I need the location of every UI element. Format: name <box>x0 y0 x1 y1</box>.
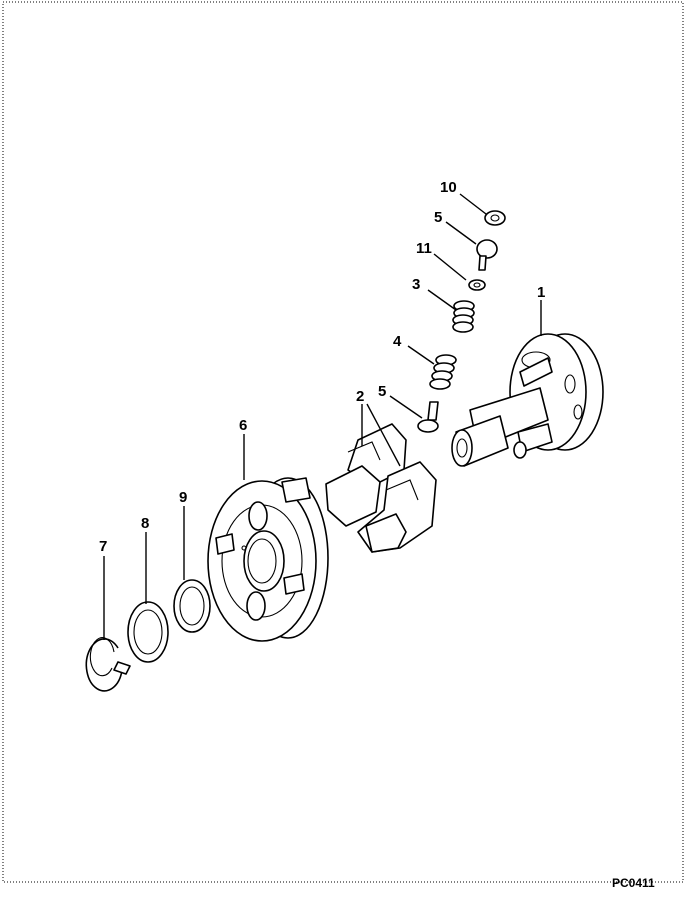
part-1-shaft-flange <box>451 333 604 467</box>
callout-1: 1 <box>537 284 545 301</box>
callout-7: 7 <box>99 538 107 555</box>
part-10-nut <box>484 210 506 226</box>
callout-2: 2 <box>356 388 364 405</box>
part-11-washer <box>468 279 486 291</box>
part-4-spring <box>429 354 457 390</box>
page-frame <box>2 1 684 883</box>
callout-9: 9 <box>179 489 187 506</box>
callout-5-upper: 5 <box>434 209 442 226</box>
callout-4: 4 <box>393 333 402 350</box>
callout-10: 10 <box>440 179 457 196</box>
callout-3: 3 <box>412 276 420 293</box>
part-9-ring <box>173 579 211 633</box>
part-8-ring <box>127 601 169 663</box>
callout-6: 6 <box>239 417 247 434</box>
part-5-poppet-lower <box>417 401 439 433</box>
callout-5-lower: 5 <box>378 383 386 400</box>
part-6-coupling-hub <box>207 477 329 642</box>
part-2-coupling-jaws <box>325 423 437 553</box>
part-3-spring <box>452 300 475 333</box>
part-5-poppet-upper <box>476 239 498 271</box>
diagram-code: PC0411 <box>612 876 655 890</box>
leader-lines <box>103 193 542 640</box>
part-7-snap-ring <box>85 637 131 692</box>
callout-8: 8 <box>141 515 149 532</box>
callout-11: 11 <box>416 240 432 257</box>
